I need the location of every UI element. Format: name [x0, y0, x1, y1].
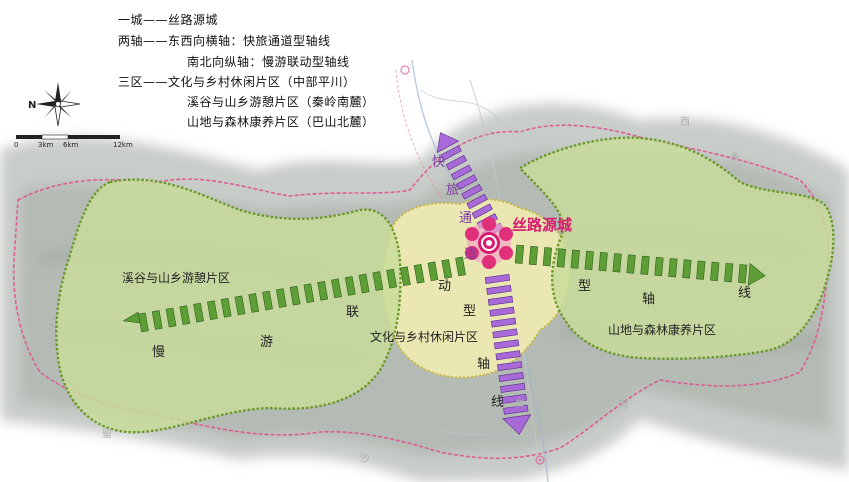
zone-east-label: 山地与森林康养片区 — [608, 322, 716, 337]
legend-line: 两轴——东西向横轴：快旅通道型轴线 — [118, 34, 331, 48]
legend-line: 南北向纵轴：慢游联动型轴线 — [187, 55, 350, 69]
ew-axis-char: 联 — [346, 305, 359, 320]
legend-line: 三区——文化与乡村休闲片区（中部平川） — [118, 75, 356, 89]
place-label: 西 — [680, 117, 690, 128]
ns-axis-char: 道 — [464, 247, 477, 262]
compass-north-label: N — [28, 100, 36, 111]
zone-west-label: 溪谷与山乡游憩片区 — [122, 270, 230, 285]
ns-axis-char: 型 — [463, 304, 476, 319]
place-label: 台 — [515, 396, 525, 409]
legend-line: 溪谷与山乡游憩片区（秦岭南麓） — [187, 95, 375, 109]
ew-axis-char: 型 — [578, 279, 591, 294]
city-marker — [465, 217, 513, 269]
place-label: 留 — [102, 427, 112, 440]
ew-axis-char: 游 — [260, 335, 273, 350]
ns-axis-char: 通 — [459, 211, 472, 226]
ew-axis-char: 线 — [738, 286, 751, 301]
ew-axis-char: 动 — [438, 279, 451, 294]
place-label: 沙 — [360, 453, 370, 465]
scale-tick: 6km — [63, 141, 79, 149]
place-label: 南 — [618, 398, 628, 411]
legend-line: 山地与森林康养片区（巴山北麓） — [187, 115, 375, 129]
ns-axis-char: 线 — [491, 395, 504, 410]
zone-center-area — [381, 198, 571, 379]
zone-center-label: 文化与乡村休闲片区 — [370, 329, 478, 344]
compass-rose: N — [28, 82, 81, 127]
ew-axis-char: 轴 — [642, 292, 655, 307]
scale-bar: 0 3km 6km 12km — [14, 134, 133, 149]
ns-axis-char: 旅 — [446, 183, 459, 198]
scale-tick: 12km — [113, 141, 133, 149]
legend-line: 一城——丝路源城 — [118, 13, 219, 27]
zone-east-area — [518, 136, 835, 360]
city-label: 丝路源城 — [512, 216, 572, 234]
district-boundary — [12, 124, 830, 460]
ew-axis-arrow — [122, 244, 766, 333]
ns-axis-char: 轴 — [477, 357, 490, 372]
place-label: 乡 — [730, 151, 740, 163]
scale-tick: 0 — [14, 141, 18, 149]
scale-tick: 3km — [38, 141, 54, 149]
ns-axis-char: 快 — [432, 155, 445, 170]
ew-axis-char: 慢 — [152, 344, 165, 360]
